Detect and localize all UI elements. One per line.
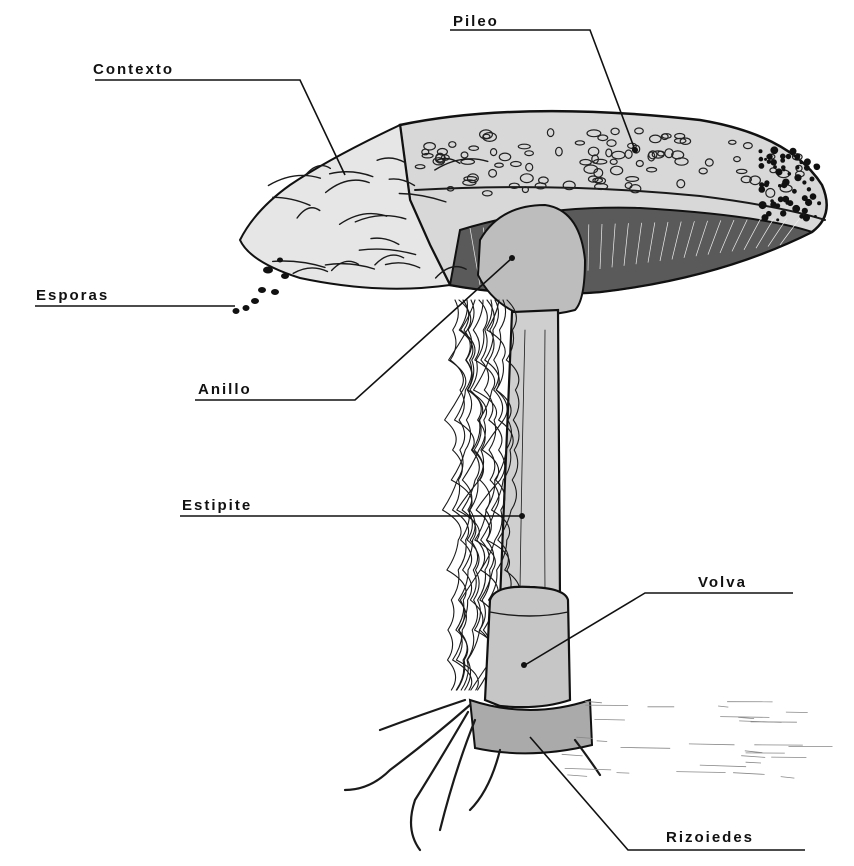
ground-stroke — [700, 765, 746, 767]
mushroom-volva — [485, 587, 570, 707]
cap-edge-wart — [790, 148, 797, 155]
veil-strand — [461, 300, 487, 690]
veil-strand — [451, 300, 472, 690]
cap-edge-wart — [802, 180, 806, 184]
label-pileo: Pileo — [453, 13, 499, 30]
ground-stroke — [741, 756, 765, 758]
cap-edge-wart — [780, 158, 785, 163]
cap-edge-wart — [764, 158, 767, 161]
cap-edge-wart — [767, 160, 771, 164]
rhizoid-strand — [470, 750, 500, 810]
cap-edge-wart — [814, 215, 817, 218]
mushroom-cap — [400, 111, 827, 294]
cap-edge-wart — [781, 165, 786, 170]
cap-edge-wart — [802, 208, 808, 214]
ground-stroke — [733, 773, 765, 775]
cap-edge-wart — [792, 189, 797, 194]
ground-stroke — [738, 717, 754, 718]
cap-edge-wart — [786, 154, 791, 159]
cap-edge-wart — [759, 186, 766, 193]
cap-edge-wart — [764, 180, 769, 185]
cap-edge-wart — [810, 193, 817, 200]
ground-stroke — [745, 751, 763, 753]
cap-edge-wart — [803, 214, 810, 221]
cap-edge-wart — [773, 165, 777, 169]
cap-edge-wart — [807, 187, 811, 191]
cap-edge-wart — [759, 149, 763, 153]
ground-stroke — [718, 706, 728, 707]
mushroom-ring — [478, 205, 585, 315]
label-estipite: Estipite — [182, 497, 252, 514]
ground-stroke — [617, 773, 630, 774]
cap-edge-wart — [795, 165, 799, 169]
label-anillo: Anillo — [198, 381, 252, 398]
ground-stroke — [594, 719, 625, 720]
ground-stroke — [562, 754, 583, 756]
mushroom-stipe — [500, 310, 560, 600]
cap-edge-wart — [776, 218, 779, 221]
cap-edge-wart — [759, 157, 764, 162]
cap-edge-wart — [795, 156, 799, 160]
ground-texture — [562, 701, 833, 778]
cap-edge-wart — [817, 201, 821, 205]
cap-edge-wart — [804, 158, 811, 165]
cap-edge-wart — [788, 172, 792, 176]
ground-stroke — [621, 747, 671, 748]
cap-edge-wart — [780, 210, 786, 216]
ground-stroke — [689, 744, 735, 745]
cap-edge-wart — [770, 199, 774, 203]
cap-edge-wart — [759, 163, 765, 169]
ground-stroke — [781, 777, 795, 779]
cap-edge-wart — [804, 165, 810, 171]
ground-stroke — [676, 772, 725, 773]
cap-edge-wart — [814, 164, 821, 171]
cap-edge-wart — [771, 159, 777, 165]
cap-edge-wart — [778, 196, 784, 202]
cap-edge-wart — [810, 177, 815, 182]
ground-stroke — [567, 775, 587, 777]
cap-edge-wart — [767, 154, 773, 160]
rhizoid-strand — [345, 705, 470, 790]
cap-edge-wart — [781, 182, 787, 188]
label-rizoides: Rizoiedes — [666, 829, 754, 846]
rhizoid-strand — [440, 720, 475, 830]
cap-edge-wart — [802, 195, 808, 201]
rhizoid-strand — [380, 700, 465, 730]
cap-edge-wart — [787, 200, 793, 206]
ground-stroke — [597, 741, 608, 742]
cap-edge-wart — [794, 174, 801, 181]
label-contexto: Contexto — [93, 61, 174, 78]
veil-strand — [443, 300, 468, 690]
label-esporas: Esporas — [36, 287, 109, 304]
cap-edge-wart — [778, 184, 781, 187]
cap-edge-wart — [775, 168, 782, 175]
label-volva: Volva — [698, 574, 747, 591]
ground-stroke — [565, 768, 611, 770]
cap-edge-wart — [770, 146, 778, 154]
cap-edge-wart — [800, 161, 803, 164]
cap-edge-wart — [775, 203, 780, 208]
cap-edge-wart — [766, 211, 772, 217]
cap-edge-wart — [792, 205, 800, 213]
ground-stroke — [746, 762, 761, 763]
ground-stroke — [720, 717, 769, 718]
cap-edge-wart — [759, 201, 767, 209]
